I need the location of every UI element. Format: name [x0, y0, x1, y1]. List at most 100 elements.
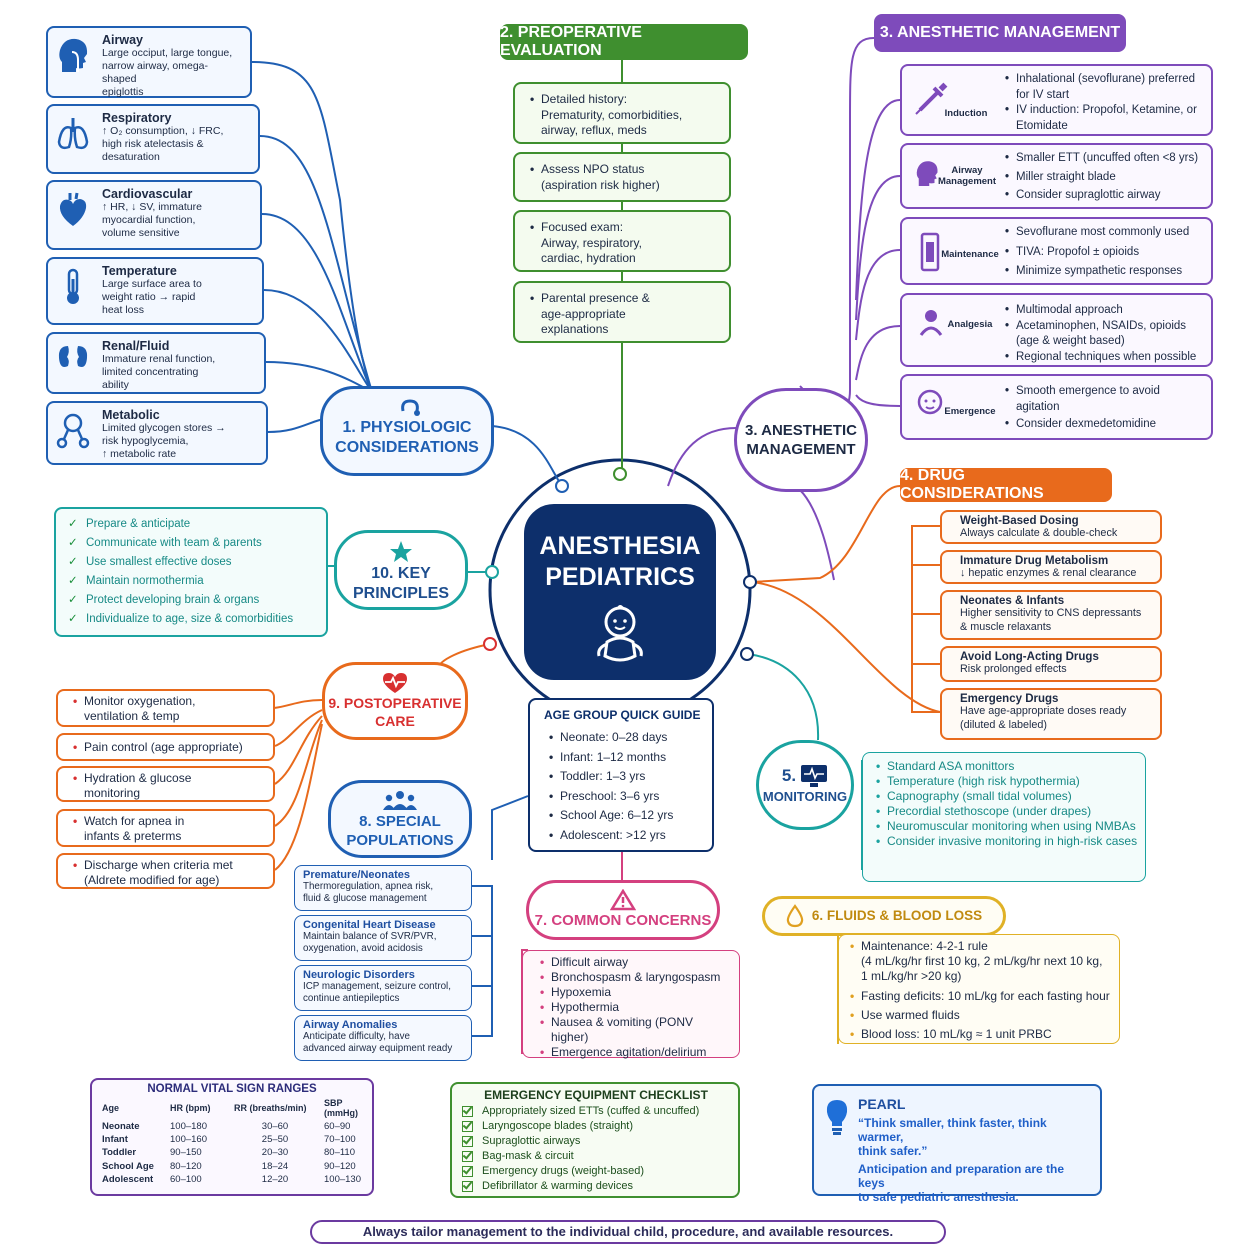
vital-cell: 12–20	[261, 1174, 289, 1186]
preop-item[interactable]: Focused exam: Airway, respiratory, cardi…	[513, 210, 731, 272]
checkbox-icon[interactable]	[462, 1106, 473, 1117]
physio-card-airway[interactable]: Airway Large occiput, large tongue, narr…	[46, 26, 252, 98]
preop-item-line: Parental presence &	[541, 291, 650, 305]
drug-header[interactable]: 4. DRUG CONSIDERATIONS	[900, 467, 1112, 502]
equipment-item[interactable]: Emergency drugs (weight-based)	[462, 1164, 730, 1179]
special-population-card[interactable]: Neurologic Disorders ICP management, sei…	[294, 965, 472, 1011]
drug-card-title: Emergency Drugs	[960, 693, 1059, 705]
preop-item[interactable]: Detailed history: Prematurity, comorbidi…	[513, 82, 731, 144]
child-pain-icon	[919, 310, 943, 336]
drug-card[interactable]: Neonates & Infants Higher sensitivity to…	[940, 590, 1162, 640]
physiologic-node[interactable]: 1. PHYSIOLOGIC CONSIDERATIONS	[320, 386, 494, 476]
anesthetic-card-analgesia[interactable]: Analgesia Multimodal approach Acetaminop…	[900, 293, 1213, 367]
preop-item-line: cardiac, hydration	[541, 251, 636, 265]
preop-item-line: Prematurity, comorbidities,	[541, 107, 683, 122]
vital-cell: 90–120	[324, 1160, 356, 1172]
anesthetic-card-emergence[interactable]: Emergence Smooth emergence to avoid agit…	[900, 374, 1213, 440]
concern-item: Nausea & vomiting (PONV higher)	[540, 1015, 733, 1045]
equipment-item[interactable]: Appropriately sized ETTs (cuffed & uncuf…	[462, 1104, 730, 1119]
equipment-item[interactable]: Supraglottic airways	[462, 1134, 730, 1149]
anesthetic-card-airway[interactable]: Airway Management Smaller ETT (uncuffed …	[900, 143, 1213, 209]
physio-card-title: Metabolic	[102, 408, 160, 422]
anesthetic-card-maintenance[interactable]: Maintenance Sevoflurane most commonly us…	[900, 217, 1213, 285]
postop-node[interactable]: 9. POSTOPERATIVE CARE	[322, 662, 468, 740]
star-icon	[390, 541, 412, 562]
equipment-item[interactable]: Laryngoscope blades (straight)	[462, 1119, 730, 1134]
common-concerns-node[interactable]: 7. COMMON CONCERNS	[526, 880, 720, 940]
anesthetic-card-label: Airway Management	[937, 165, 997, 187]
preop-header[interactable]: 2. PREOPERATIVE EVALUATION	[500, 24, 748, 60]
checkbox-icon[interactable]	[462, 1181, 473, 1192]
equipment-item[interactable]: Defibrillator & warming devices	[462, 1179, 730, 1194]
key-principles-node[interactable]: 10. KEY PRINCIPLES	[334, 530, 468, 610]
vital-cell: School Age	[102, 1160, 154, 1172]
physio-card-metabolic[interactable]: Metabolic Limited glycogen stores → risk…	[46, 401, 268, 465]
anesthetic-bullet: Smooth emergence to avoid agitation	[1005, 384, 1205, 415]
concern-item: Hypothermia	[540, 1000, 733, 1015]
pearl-title: PEARL	[858, 1096, 906, 1112]
baby-icon	[597, 605, 643, 662]
monitor-icon	[801, 765, 828, 787]
checkbox-icon[interactable]	[462, 1151, 473, 1162]
special-population-card[interactable]: Premature/Neonates Thermoregulation, apn…	[294, 865, 472, 911]
drug-card-line: Have age-appropriate doses ready	[960, 705, 1127, 717]
physio-card-line: desaturation	[102, 151, 160, 163]
vital-cell: 100–180	[170, 1120, 207, 1132]
concerns-header: 7. COMMON CONCERNS	[534, 912, 712, 929]
vital-cell: 60–90	[324, 1120, 351, 1132]
preop-item[interactable]: Assess NPO status (aspiration risk highe…	[513, 152, 731, 202]
drug-card[interactable]: Avoid Long-Acting Drugs Risk prolonged e…	[940, 646, 1162, 682]
center-title-box: ANESTHESIA PEDIATRICS	[524, 504, 716, 680]
pearl-quote-line2: think safer.”	[858, 1144, 928, 1158]
drug-card-line: Higher sensitivity to CNS depressants	[960, 607, 1142, 619]
special-population-card[interactable]: Airway Anomalies Anticipate difficulty, …	[294, 1015, 472, 1061]
checkbox-icon[interactable]	[462, 1121, 473, 1132]
postop-item-line: Monitor oxygenation,	[84, 694, 196, 708]
physio-card-cardiovascular[interactable]: Cardiovascular ↑ HR, ↓ SV, immature myoc…	[46, 180, 262, 250]
drug-card[interactable]: Emergency Drugs Have age-appropriate dos…	[940, 688, 1162, 740]
vital-row: Neonate 100–180 30–60 60–90	[98, 1119, 366, 1132]
anesthetic-node[interactable]: 3. ANESTHETIC MANAGEMENT	[734, 388, 868, 492]
physiologic-title-line1: 1. PHYSIOLOGIC	[342, 419, 472, 436]
physio-card-line: ability	[102, 379, 129, 391]
anesthetic-card-induction[interactable]: Induction Inhalational (sevoflurane) pre…	[900, 64, 1213, 136]
postop-item[interactable]: Watch for apnea in infants & preterms	[56, 809, 275, 847]
preop-item[interactable]: Parental presence & age-appropriate expl…	[513, 281, 731, 343]
vital-cell: Adolescent	[102, 1174, 154, 1186]
drug-card-line: Risk prolonged effects	[960, 663, 1067, 675]
checkbox-icon[interactable]	[462, 1136, 473, 1147]
postop-title-line1: 9. POSTOPERATIVE	[328, 695, 462, 711]
postop-item[interactable]: Pain control (age appropriate)	[56, 733, 275, 761]
vital-cell: 90–150	[170, 1147, 202, 1159]
monitoring-item: Precordial stethoscope (under drapes)	[876, 804, 1139, 819]
monitoring-node[interactable]: 5. MONITORING	[756, 740, 854, 830]
physio-card-renal[interactable]: Renal/Fluid Immature renal function, lim…	[46, 332, 266, 394]
equipment-item[interactable]: Bag-mask & circuit	[462, 1149, 730, 1164]
special-populations-node[interactable]: 8. SPECIAL POPULATIONS	[328, 780, 472, 858]
physio-card-temperature[interactable]: Temperature Large surface area to weight…	[46, 257, 264, 325]
preop-item-line: Focused exam:	[541, 220, 624, 234]
special-population-card[interactable]: Congenital Heart Disease Maintain balanc…	[294, 915, 472, 961]
postop-item[interactable]: Discharge when criteria met (Aldrete mod…	[56, 853, 275, 889]
checkbox-icon[interactable]	[462, 1166, 473, 1177]
drug-card[interactable]: Weight-Based Dosing Always calculate & d…	[940, 510, 1162, 544]
anesthetic-bullet: Consider supraglottic airway	[1005, 188, 1205, 204]
age-guide-item: Infant: 1–12 months	[549, 748, 704, 768]
anesthetic-header[interactable]: 3. ANESTHETIC MANAGEMENT	[874, 14, 1126, 52]
lungs-icon	[57, 118, 89, 150]
fluids-node[interactable]: 6. FLUIDS & BLOOD LOSS	[762, 896, 1006, 936]
anesthetic-node-line2: MANAGEMENT	[746, 441, 856, 458]
equipment-item-label: Appropriately sized ETTs (cuffed & uncuf…	[482, 1105, 700, 1117]
drug-card[interactable]: Immature Drug Metabolism ↓ hepatic enzym…	[940, 550, 1162, 584]
physio-card-respiratory[interactable]: Respiratory ↑ O₂ consumption, ↓ FRC, hig…	[46, 104, 260, 174]
postop-item[interactable]: Hydration & glucose monitoring	[56, 766, 275, 802]
postop-item-line: Discharge when criteria met	[84, 858, 233, 872]
postop-item[interactable]: Monitor oxygenation, ventilation & temp	[56, 689, 275, 727]
vital-row: Infant 100–160 25–50 70–100	[98, 1133, 366, 1146]
vital-cell: 18–24	[261, 1160, 289, 1172]
postop-item-line: (Aldrete modified for age)	[84, 873, 220, 887]
concern-item: Emergence agitation/delirium	[540, 1045, 733, 1060]
syringe-icon	[915, 82, 948, 115]
physio-card-title: Renal/Fluid	[102, 339, 170, 353]
heart-pulse-icon	[383, 673, 407, 693]
